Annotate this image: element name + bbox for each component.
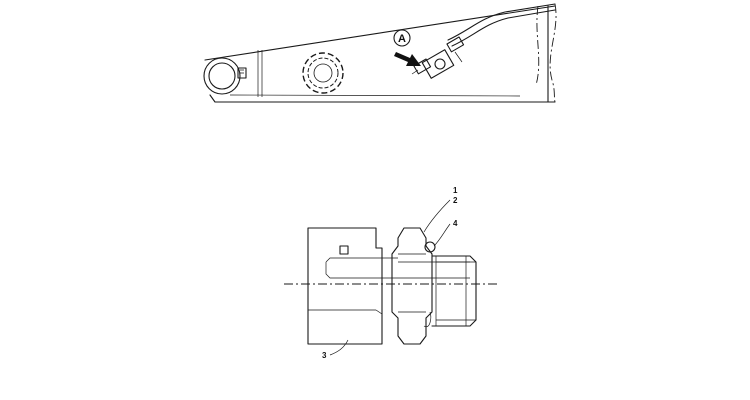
label-part-1: 1: [453, 186, 458, 195]
stub-thread-lines: [435, 256, 476, 326]
arm-inner-lines: [229, 50, 521, 97]
nut-inner-step: [339, 245, 349, 255]
hydraulic-hose: [447, 3, 556, 47]
nut-body: [307, 227, 383, 345]
threaded-stub: [431, 255, 477, 327]
arm-break-line: [549, 3, 557, 105]
arm-body-outline: [204, 5, 556, 103]
callout-arrow-icon: [394, 52, 421, 66]
arm-break-line-2: [535, 5, 540, 86]
leader-3: [329, 339, 349, 356]
pivot-pin: [203, 57, 247, 95]
nut-hex-flats: [308, 309, 383, 315]
label-part-2: 2: [453, 196, 458, 205]
nut-bore: [325, 257, 398, 279]
hose-fitting: [411, 36, 465, 79]
callout-a: A: [393, 29, 421, 66]
body-hex-flats: [398, 253, 426, 313]
leader-1-2: [423, 199, 451, 233]
o-ring: [424, 241, 436, 253]
assembly-overview: A: [203, 3, 557, 105]
body-bore: [398, 261, 470, 279]
callout-a-letter: A: [398, 33, 406, 45]
body-hex: [391, 227, 433, 345]
o-ring-seat: [423, 311, 432, 328]
label-part-3: 3: [322, 351, 327, 360]
label-part-4: 4: [453, 219, 458, 228]
leader-4: [433, 223, 451, 247]
fitting-section-view: 1 2 4 3: [284, 186, 498, 360]
bearing-boss: [302, 52, 344, 94]
